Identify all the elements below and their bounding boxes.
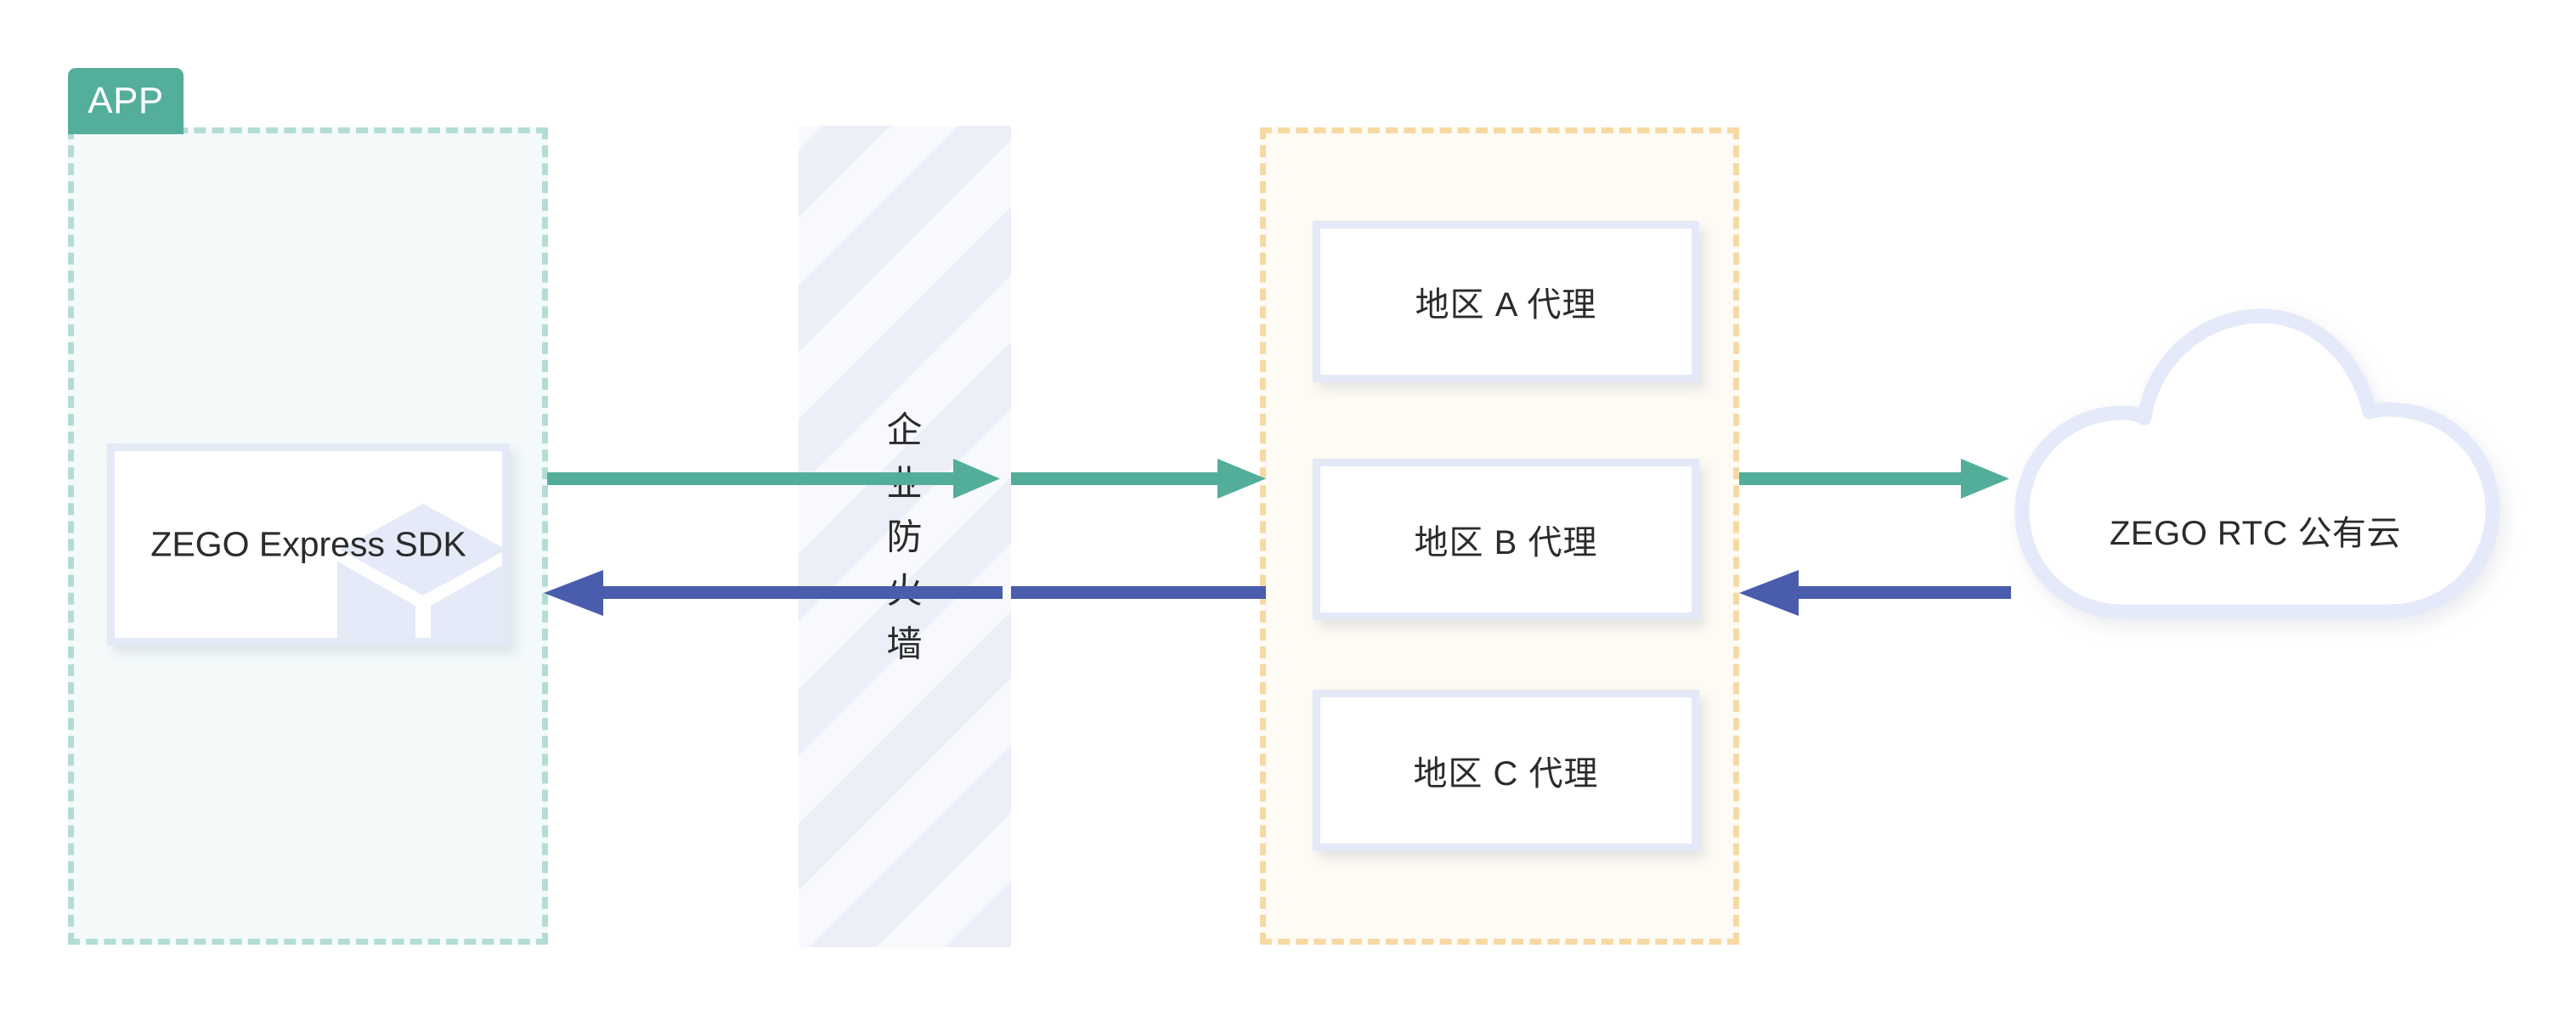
firewall-label-char-4: 墙: [886, 624, 924, 663]
sdk-box-label-line1: ZEGO Express: [150, 524, 385, 564]
sdk-box-label: ZEGO Express SDK: [115, 521, 502, 569]
zego-express-sdk-box: ZEGO Express SDK: [107, 443, 510, 646]
arrow-firewall-to-proxy: [1011, 457, 1266, 501]
proxy-box-region-b: 地区 B 代理: [1313, 459, 1699, 620]
firewall-label-char-2: 防: [886, 516, 924, 556]
proxy-box-region-c: 地区 C 代理: [1313, 690, 1699, 851]
app-zone-badge: APP: [68, 68, 184, 134]
proxy-box-label: 地区 A 代理: [1415, 286, 1597, 324]
cloud-shape-icon: [2014, 308, 2500, 619]
arrow-proxy-to-firewall: [1011, 571, 1266, 615]
cloud-label: ZEGO RTC 公有云: [2109, 515, 2402, 552]
arrow-proxy-to-sdk: [544, 566, 1003, 620]
zego-rtc-public-cloud: ZEGO RTC 公有云: [1990, 299, 2521, 647]
arrow-sdk-to-proxy: [547, 457, 1000, 501]
proxy-box-label: 地区 B 代理: [1414, 524, 1598, 562]
cube-icon: [337, 504, 502, 638]
firewall-label: 企 业 防 火 墙: [799, 403, 1011, 670]
arrow-proxy-to-cloud: [1739, 457, 2009, 501]
proxy-box-label: 地区 C 代理: [1413, 755, 1599, 793]
sdk-box-label-line2: SDK: [394, 524, 466, 564]
arrow-cloud-to-proxy: [1739, 566, 2011, 620]
firewall-label-char-0: 企: [886, 409, 924, 449]
proxy-box-region-a: 地区 A 代理: [1313, 221, 1699, 382]
enterprise-firewall: 企 业 防 火 墙: [799, 126, 1011, 947]
